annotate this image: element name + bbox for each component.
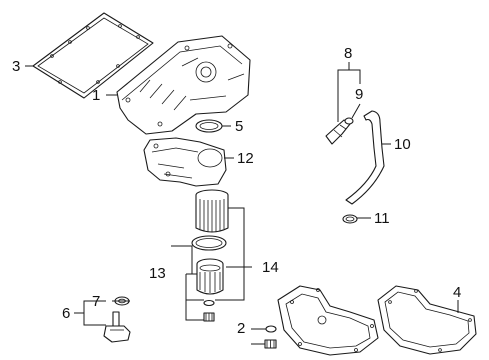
part-14-small-o-ring [203, 299, 215, 307]
part-3-upper-oil-pan-gasket [32, 12, 154, 99]
lower-oil-pan [277, 285, 379, 356]
callout-5: 5 [235, 118, 243, 135]
part-1-upper-oil-pan [116, 35, 251, 135]
part-13-filter-cap [196, 258, 224, 295]
part-14-filter-element [195, 189, 229, 233]
part-12-filter-housing [143, 137, 227, 187]
callout-13: 13 [149, 265, 166, 282]
part-6-oil-level-sensor [103, 311, 131, 343]
part-4-lower-oil-pan-gasket [377, 285, 477, 355]
callout-2: 2 [237, 320, 245, 337]
callout-9: 9 [355, 86, 363, 103]
callout-8: 8 [344, 45, 352, 62]
part-5-o-ring [195, 119, 223, 133]
leader-lines [25, 62, 459, 345]
callout-6: 6 [62, 305, 70, 322]
part-11-dipstick-tube-o-ring [342, 214, 358, 224]
callout-14: 14 [262, 259, 279, 276]
part-14-drain-fitting [203, 312, 215, 322]
part-2-drain-plug [264, 339, 277, 349]
callout-4: 4 [453, 284, 461, 301]
part-10-dipstick-tube [345, 110, 385, 205]
callout-3: 3 [12, 58, 20, 75]
callout-7: 7 [92, 293, 100, 310]
callout-labels: 1 2 3 4 5 6 7 8 9 10 11 12 13 14 [12, 45, 461, 337]
part-14-filter-o-ring [191, 235, 227, 251]
callout-12: 12 [237, 150, 254, 167]
callout-11: 11 [374, 210, 390, 227]
callout-10: 10 [394, 136, 411, 153]
part-2-drain-washer [265, 325, 277, 333]
callout-1: 1 [92, 87, 100, 104]
part-9-dipstick-seal [344, 117, 354, 125]
